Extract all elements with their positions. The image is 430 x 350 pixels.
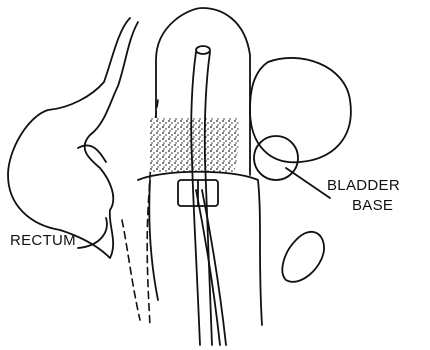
- bladder-base-leader: [286, 168, 330, 198]
- prostate-left-edge: [149, 180, 158, 300]
- rectum-lower-edge: [122, 220, 140, 320]
- rectum-leader: [78, 218, 107, 248]
- stippled-region: [150, 118, 239, 172]
- rectum-outline: [8, 18, 138, 258]
- lower-right-oval: [282, 232, 324, 282]
- bladder-large-outline: [250, 58, 351, 162]
- bladder-label-line1: BLADDER: [327, 177, 400, 194]
- instrument-shaft-right: [205, 52, 212, 345]
- bladder-label-line2: BASE: [352, 197, 393, 214]
- instrument-probe-line: [202, 190, 226, 345]
- rectum-label: RECTUM: [10, 232, 76, 249]
- instrument-tip: [196, 46, 210, 54]
- prostate-lower-outline: [138, 172, 262, 325]
